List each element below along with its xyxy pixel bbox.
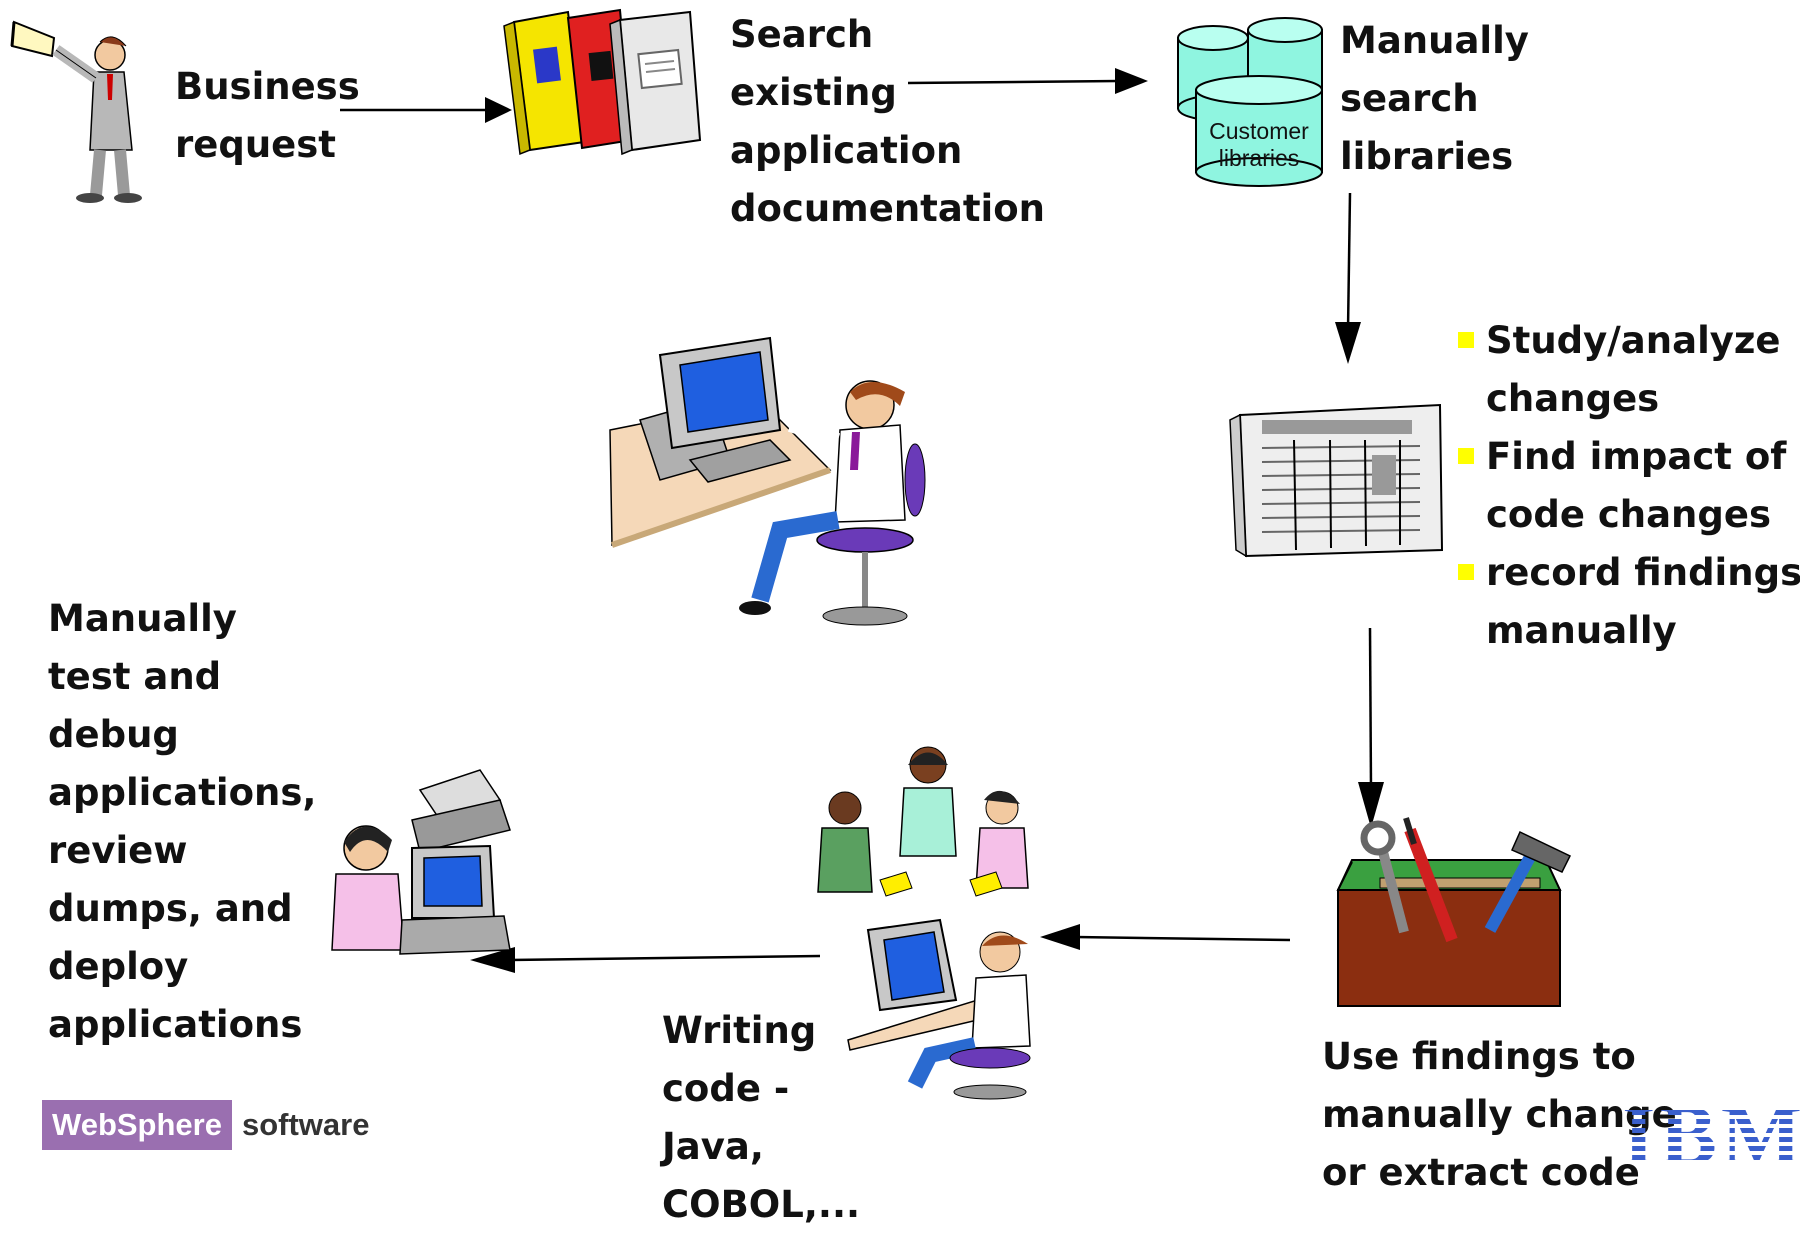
bullet-marker bbox=[1458, 564, 1474, 580]
websphere-logo: WebSphere software bbox=[42, 1100, 369, 1150]
test-debug-label: Manually test and debug applications, re… bbox=[48, 597, 317, 1046]
developer-team-icon bbox=[817, 746, 1031, 1100]
bullet-marker bbox=[1458, 332, 1474, 348]
bullet-record-findings: record findings manually bbox=[1458, 544, 1800, 660]
bullet-text: Study/analyze changes bbox=[1486, 319, 1781, 420]
ibm-logo: IBM bbox=[1622, 1092, 1800, 1178]
businessman-icon bbox=[10, 20, 142, 203]
bullet-text: Find impact of code changes bbox=[1486, 435, 1787, 536]
use-findings-label: Use findings to manually change or extra… bbox=[1322, 1035, 1677, 1194]
search-libraries-label: Manually search libraries bbox=[1340, 19, 1529, 178]
analysis-steps-list: Study/analyze changes Find impact of cod… bbox=[1458, 312, 1800, 660]
arrow-docs-to-libraries bbox=[907, 79, 1119, 85]
flow-arrows bbox=[340, 68, 1384, 973]
findings-report-icon bbox=[1229, 403, 1444, 558]
arrow-writing-to-test bbox=[509, 954, 821, 962]
business-request-label: Business request bbox=[175, 65, 360, 166]
bullet-study-analyze: Study/analyze changes bbox=[1458, 312, 1800, 428]
toolbox-icon bbox=[1336, 817, 1572, 1007]
customer-libraries-label: Customer libraries bbox=[1209, 118, 1309, 171]
writing-code-label: Writing code - Java, COBOL,... bbox=[662, 1009, 861, 1226]
websphere-wordmark: WebSphere bbox=[42, 1100, 232, 1150]
analyst-at-computer-icon bbox=[609, 336, 926, 626]
bullet-text: record findings manually bbox=[1486, 551, 1800, 652]
arrow-findings-to-writing bbox=[1074, 935, 1291, 942]
bullet-find-impact: Find impact of code changes bbox=[1458, 428, 1800, 544]
software-wordmark: software bbox=[241, 1107, 370, 1142]
customer-libraries-database-icon bbox=[1177, 17, 1323, 187]
documentation-books-icon bbox=[503, 8, 702, 156]
arrow-study-to-findings bbox=[1368, 627, 1373, 791]
arrow-libraries-to-study bbox=[1346, 192, 1352, 331]
bullet-marker bbox=[1458, 448, 1474, 464]
search-docs-label: Search existing application documentatio… bbox=[730, 13, 1045, 230]
tester-with-printer-icon bbox=[331, 769, 511, 955]
